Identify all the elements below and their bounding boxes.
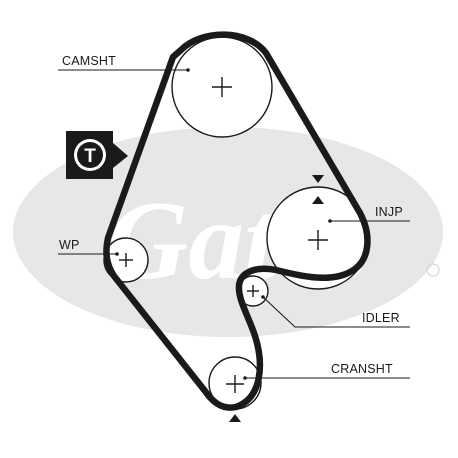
camsht-label: CAMSHT	[62, 54, 116, 68]
leader-lines	[58, 68, 410, 380]
tensioner-label: T	[84, 146, 96, 167]
registered-mark-icon	[426, 263, 440, 277]
wp-label: WP	[59, 238, 80, 252]
timing-belt	[103, 31, 371, 411]
crank-timing-mark-icon	[229, 414, 241, 422]
cransht-label: CRANSHT	[331, 362, 393, 376]
idler-leader	[262, 296, 410, 328]
idler-label: IDLER	[362, 311, 400, 325]
injp-timing-mark-bottom-icon	[312, 196, 324, 204]
injp-timing-mark-top-icon	[312, 175, 324, 183]
pulley-centers	[119, 77, 328, 393]
injp-label: INJP	[375, 205, 403, 219]
tensioner-badge: T	[66, 131, 128, 179]
